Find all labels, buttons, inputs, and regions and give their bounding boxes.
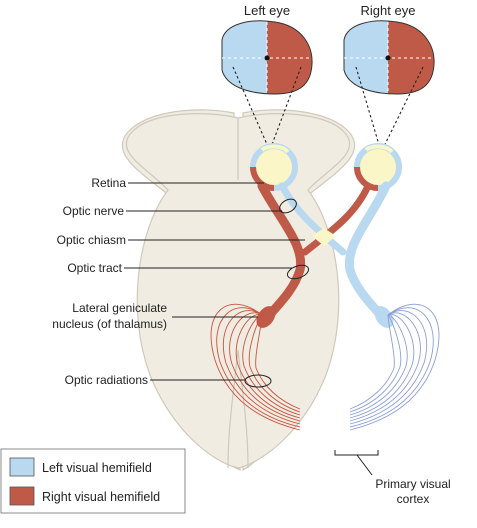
leader-lines — [124, 182, 305, 381]
label-optic-tract: Optic tract — [67, 261, 122, 275]
label-retina: Retina — [91, 176, 126, 190]
chiasm-center — [312, 228, 336, 246]
legend: Left visual hemifield Right visual hemif… — [0, 448, 186, 514]
right-red-crossing — [301, 182, 372, 256]
right-eyeball — [354, 143, 402, 191]
primary-visual-bracket — [334, 450, 379, 476]
optic-tract-marker — [286, 264, 310, 280]
legend-label-left: Left visual hemifield — [42, 461, 152, 475]
label-optic-chiasm: Optic chiasm — [57, 233, 126, 247]
left-eye-field — [221, 20, 313, 95]
legend-label-right: Right visual hemifield — [42, 490, 160, 504]
right-eye-title: Right eye — [361, 3, 416, 18]
left-optic-radiations — [210, 303, 301, 431]
left-eye-fixation-point — [264, 55, 270, 61]
label-optic-radiations: Optic radiations — [65, 373, 148, 387]
label-lgn-line1: Lateral geniculate — [72, 301, 167, 315]
brain — [121, 109, 356, 471]
label-optic-nerve: Optic nerve — [63, 204, 125, 218]
label-lgn-line2: nucleus (of thalamus) — [52, 317, 167, 331]
left-eye-title: Left eye — [244, 3, 290, 18]
occipital-notch — [227, 349, 249, 469]
legend-swatch-right — [9, 486, 35, 506]
right-blue-pathway — [344, 181, 391, 325]
label-primary-visual-line1: Primary visual — [375, 477, 450, 491]
label-primary-visual-line2: cortex — [397, 492, 430, 506]
optic-radiations-marker — [244, 374, 272, 388]
left-eyeball — [250, 143, 298, 191]
right-eye-fixation-point — [385, 55, 391, 61]
right-eye-field — [343, 20, 435, 95]
right-optic-radiations — [349, 303, 440, 431]
left-blue-crossing — [278, 182, 347, 256]
legend-swatch-left — [9, 457, 35, 477]
